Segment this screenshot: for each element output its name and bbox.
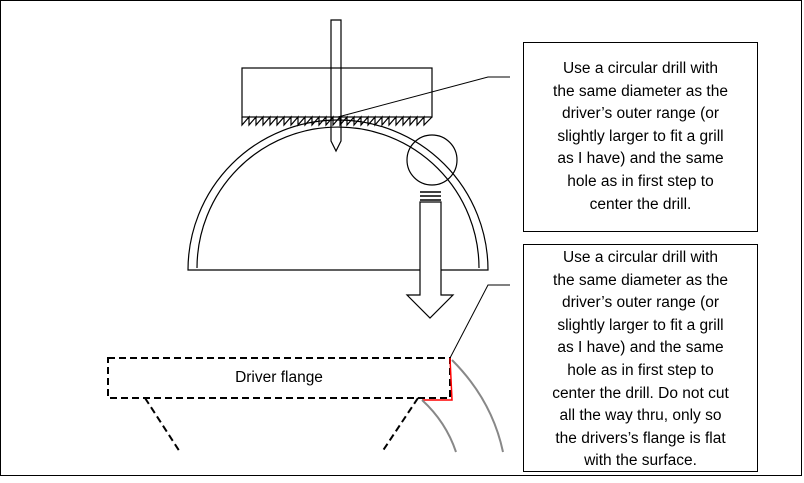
callout-line: Use a circular drill with <box>562 249 719 266</box>
top-callout-leader <box>337 76 510 118</box>
callout-line: with the surface. <box>584 452 697 470</box>
enclosure-wall-arc-inner <box>421 399 457 453</box>
callout-line: slightly larger to fit a grill <box>557 127 724 145</box>
bottom-callout-leader <box>449 284 510 359</box>
hole-saw <box>241 67 433 118</box>
drill-bit <box>330 19 342 153</box>
cut-edge <box>422 357 453 401</box>
down-arrow <box>405 201 455 319</box>
callout-line: hole as in first step to <box>567 361 714 379</box>
driver-basket-right <box>381 397 419 453</box>
saw-teeth <box>241 115 433 127</box>
enclosure-dome-outer <box>187 119 489 271</box>
driver-flange-label: Driver flange <box>235 369 323 386</box>
enclosure-wall-arc-outer <box>451 359 504 453</box>
bottom-callout-box: Use a circular drill with the same diame… <box>523 244 758 472</box>
callout-line: hole as in first step to <box>567 172 714 190</box>
callout-line: the same diameter as the <box>553 271 728 289</box>
callout-line: driver’s outer range (or <box>561 105 720 123</box>
top-callout-box: Use a circular drill with the same diame… <box>523 42 758 232</box>
driver-basket-left <box>144 397 181 453</box>
callout-line: slightly larger to fit a grill <box>557 316 724 334</box>
callout-line: driver’s outer range (or <box>561 294 720 312</box>
callout-line: as I have) and the same <box>557 150 724 168</box>
detail-circle <box>406 134 458 186</box>
callout-line: the same diameter as the <box>553 82 728 100</box>
driver-flange <box>107 357 451 399</box>
callout-line: all the way thru, only so <box>559 407 722 425</box>
enclosure-dome-inner <box>196 126 480 269</box>
callout-line: center the drill. Do not cut <box>552 384 729 402</box>
callout-line: the drivers’s flange is flat <box>555 429 726 447</box>
callout-line: Use a circular drill with <box>562 60 719 77</box>
callout-line: center the drill. <box>589 195 692 213</box>
callout-line: as I have) and the same <box>557 339 724 357</box>
